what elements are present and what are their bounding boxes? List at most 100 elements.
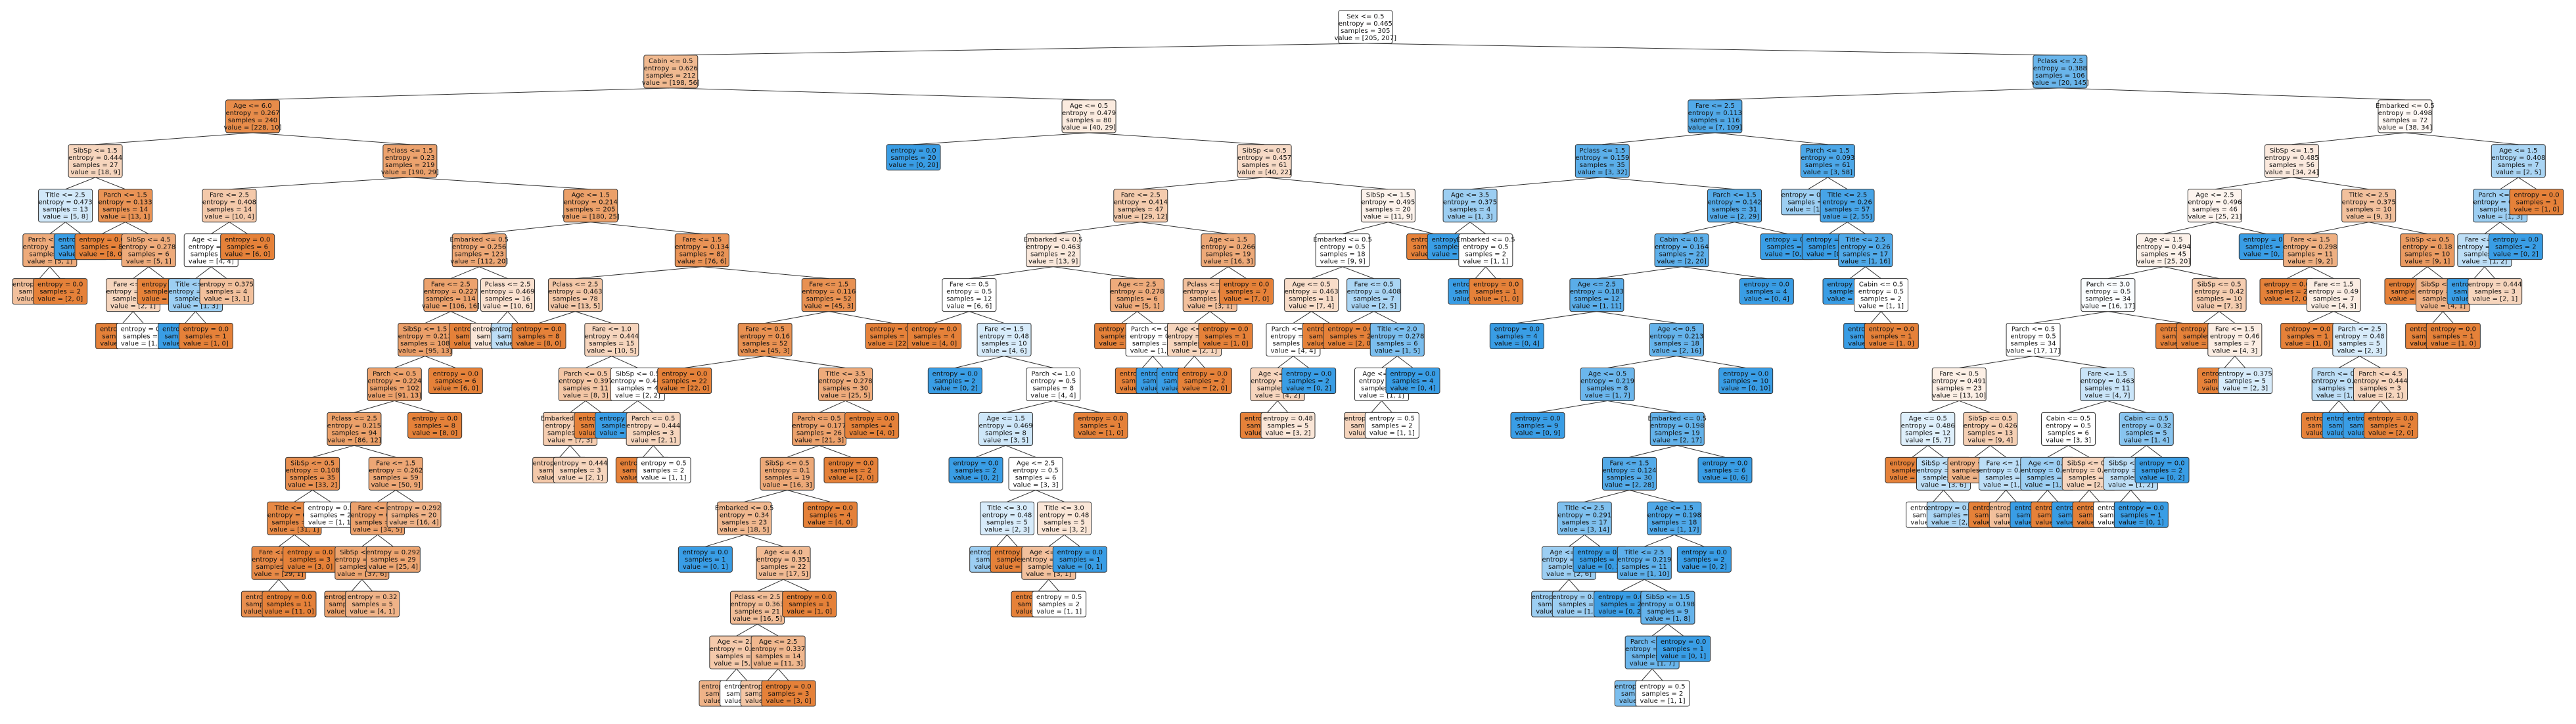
node-text-line: samples = 3: [2474, 289, 2516, 296]
node-text-line: value = [1, 16]: [1841, 258, 1890, 266]
node-text-line: entropy = 0.5: [1640, 683, 1685, 690]
tree-edge: [49, 266, 61, 279]
node-text-line: samples = 2: [2142, 467, 2183, 474]
node-text-line: value = [16, 5]: [733, 615, 782, 623]
node-box: [802, 501, 858, 528]
node-text-line: value = [2, 5]: [1931, 519, 1977, 526]
node-text-line: samples = 5: [2339, 341, 2380, 348]
node-text-line: value = [1, 0]: [995, 564, 1040, 571]
node-text-line: Age <= 1.5: [1258, 370, 1297, 377]
node-box: [1338, 10, 1393, 44]
node-text-line: entropy = 0.266: [1201, 244, 1255, 251]
node-text-line: value = [0, 4]: [1744, 296, 1789, 303]
node-text-line: samples = 19: [765, 474, 810, 481]
node-box: [1602, 456, 1657, 491]
node-text-line: samples = 6: [2048, 429, 2089, 437]
node-text-line: Fare <= 1.5: [682, 237, 722, 244]
node-text-line: value = [8, 0]: [517, 341, 562, 348]
node-text-line: entropy = 0.0: [932, 370, 978, 377]
tree-edge: [1005, 445, 1036, 458]
node-text-line: samples = 22: [870, 333, 915, 341]
tree-edge: [2036, 490, 2048, 502]
node-text-line: entropy = 0.219: [1617, 556, 1671, 564]
node-text-line: entropy = 0.0: [2514, 192, 2559, 199]
node-text-line: entropy = 0.426: [1964, 422, 2017, 429]
node-text-line: entropy = 0.291: [1557, 512, 1611, 519]
node-text-line: entropy = 0.408: [1347, 289, 1401, 296]
node-text-line: samples = 78: [553, 296, 598, 303]
node-text-line: samples = 27: [73, 162, 118, 169]
node-text-line: value = [0, 2]: [954, 474, 999, 481]
node-text-line: value = [1, 7]: [1630, 660, 1675, 667]
node-text-line: entropy = 0.444: [106, 289, 160, 296]
node-text-line: entropy = 0.397: [559, 377, 612, 385]
node-text-line: samples = 1: [2433, 333, 2474, 341]
node-text-line: Parch <= 0.5: [632, 415, 675, 422]
node-text-line: Age <= 3.5: [1451, 192, 1489, 199]
tree-edge: [765, 311, 829, 324]
node-text-line: entropy = 0.0: [1661, 639, 1706, 646]
tree-edge: [2107, 400, 2147, 413]
node-text-line: value = [1, 0]: [2431, 341, 2476, 348]
node-text-line: entropy = 0.0: [2285, 326, 2330, 333]
tree-edge: [2047, 445, 2069, 458]
tree-edge: [2338, 400, 2350, 413]
tree-edge: [354, 445, 396, 458]
node-text-line: entropy = 0.337: [751, 646, 805, 653]
node-text-line: samples = 2: [310, 512, 352, 519]
node-box: [1854, 278, 1908, 312]
node-box: [1061, 99, 1116, 133]
node-text-line: Parch <= 1.5: [103, 192, 147, 199]
node-text-line: value = [3, 32]: [1578, 169, 1627, 176]
node-text-line: value = [2, 0]: [2265, 296, 2310, 303]
node-box: [1109, 278, 1164, 312]
node-text-line: entropy = 0.215: [327, 422, 381, 429]
node-text-line: Embarked <= 0.5: [1313, 237, 1372, 244]
node-text-line: samples = 7: [1226, 289, 1267, 296]
node-text-line: entropy = 0.108: [286, 467, 340, 474]
node-text-line: value = [0, 3]: [1578, 564, 1623, 571]
node-text-line: Title <= 3.0: [986, 504, 1026, 512]
node-text-line: value = [2, 1]: [631, 437, 676, 444]
node-text-line: samples = 1: [1205, 333, 1247, 341]
node-text-line: Fare <= 1.5: [2314, 281, 2353, 289]
node-text-line: value = [5, 1]: [27, 258, 72, 266]
node-text-line: SibSp <= 0.5: [2421, 281, 2465, 289]
node-text-line: entropy = 0.227: [424, 289, 478, 296]
node-text-line: value = [1, 0]: [1473, 296, 1519, 303]
node-text-line: entropy = 0.469: [480, 289, 534, 296]
node-text-line: samples = 2: [1434, 244, 1475, 251]
node-text-line: entropy = 0.0: [828, 460, 873, 467]
node-text-line: Age <= 0.5: [1657, 326, 1695, 333]
node-text-line: entropy = 0.491: [1932, 377, 1986, 385]
node-box: [2363, 412, 2418, 439]
node-text-line: value = [0, 1]: [683, 564, 728, 571]
node-text-line: samples = 5: [1044, 519, 1085, 526]
node-box: [1201, 233, 1256, 268]
node-text-line: entropy = 0.375: [1552, 594, 1606, 601]
tree-edge: [2146, 445, 2163, 458]
node-text-line: value = [0, 4]: [1494, 341, 1540, 348]
tree-edge: [1607, 400, 1678, 413]
tree-edge: [2163, 222, 2215, 235]
node-text-line: value = [4, 0]: [2389, 296, 2435, 303]
node-text-line: value = [1, 3]: [2025, 481, 2070, 489]
node-text-line: entropy = 0.0: [1806, 237, 1852, 244]
tree-edge: [2500, 222, 2516, 235]
node-text-line: value = [16, 3]: [1203, 258, 1253, 266]
tree-edge: [1677, 445, 1726, 458]
node-text-line: samples = 3: [2110, 474, 2151, 481]
tree-edge: [1651, 623, 1668, 637]
